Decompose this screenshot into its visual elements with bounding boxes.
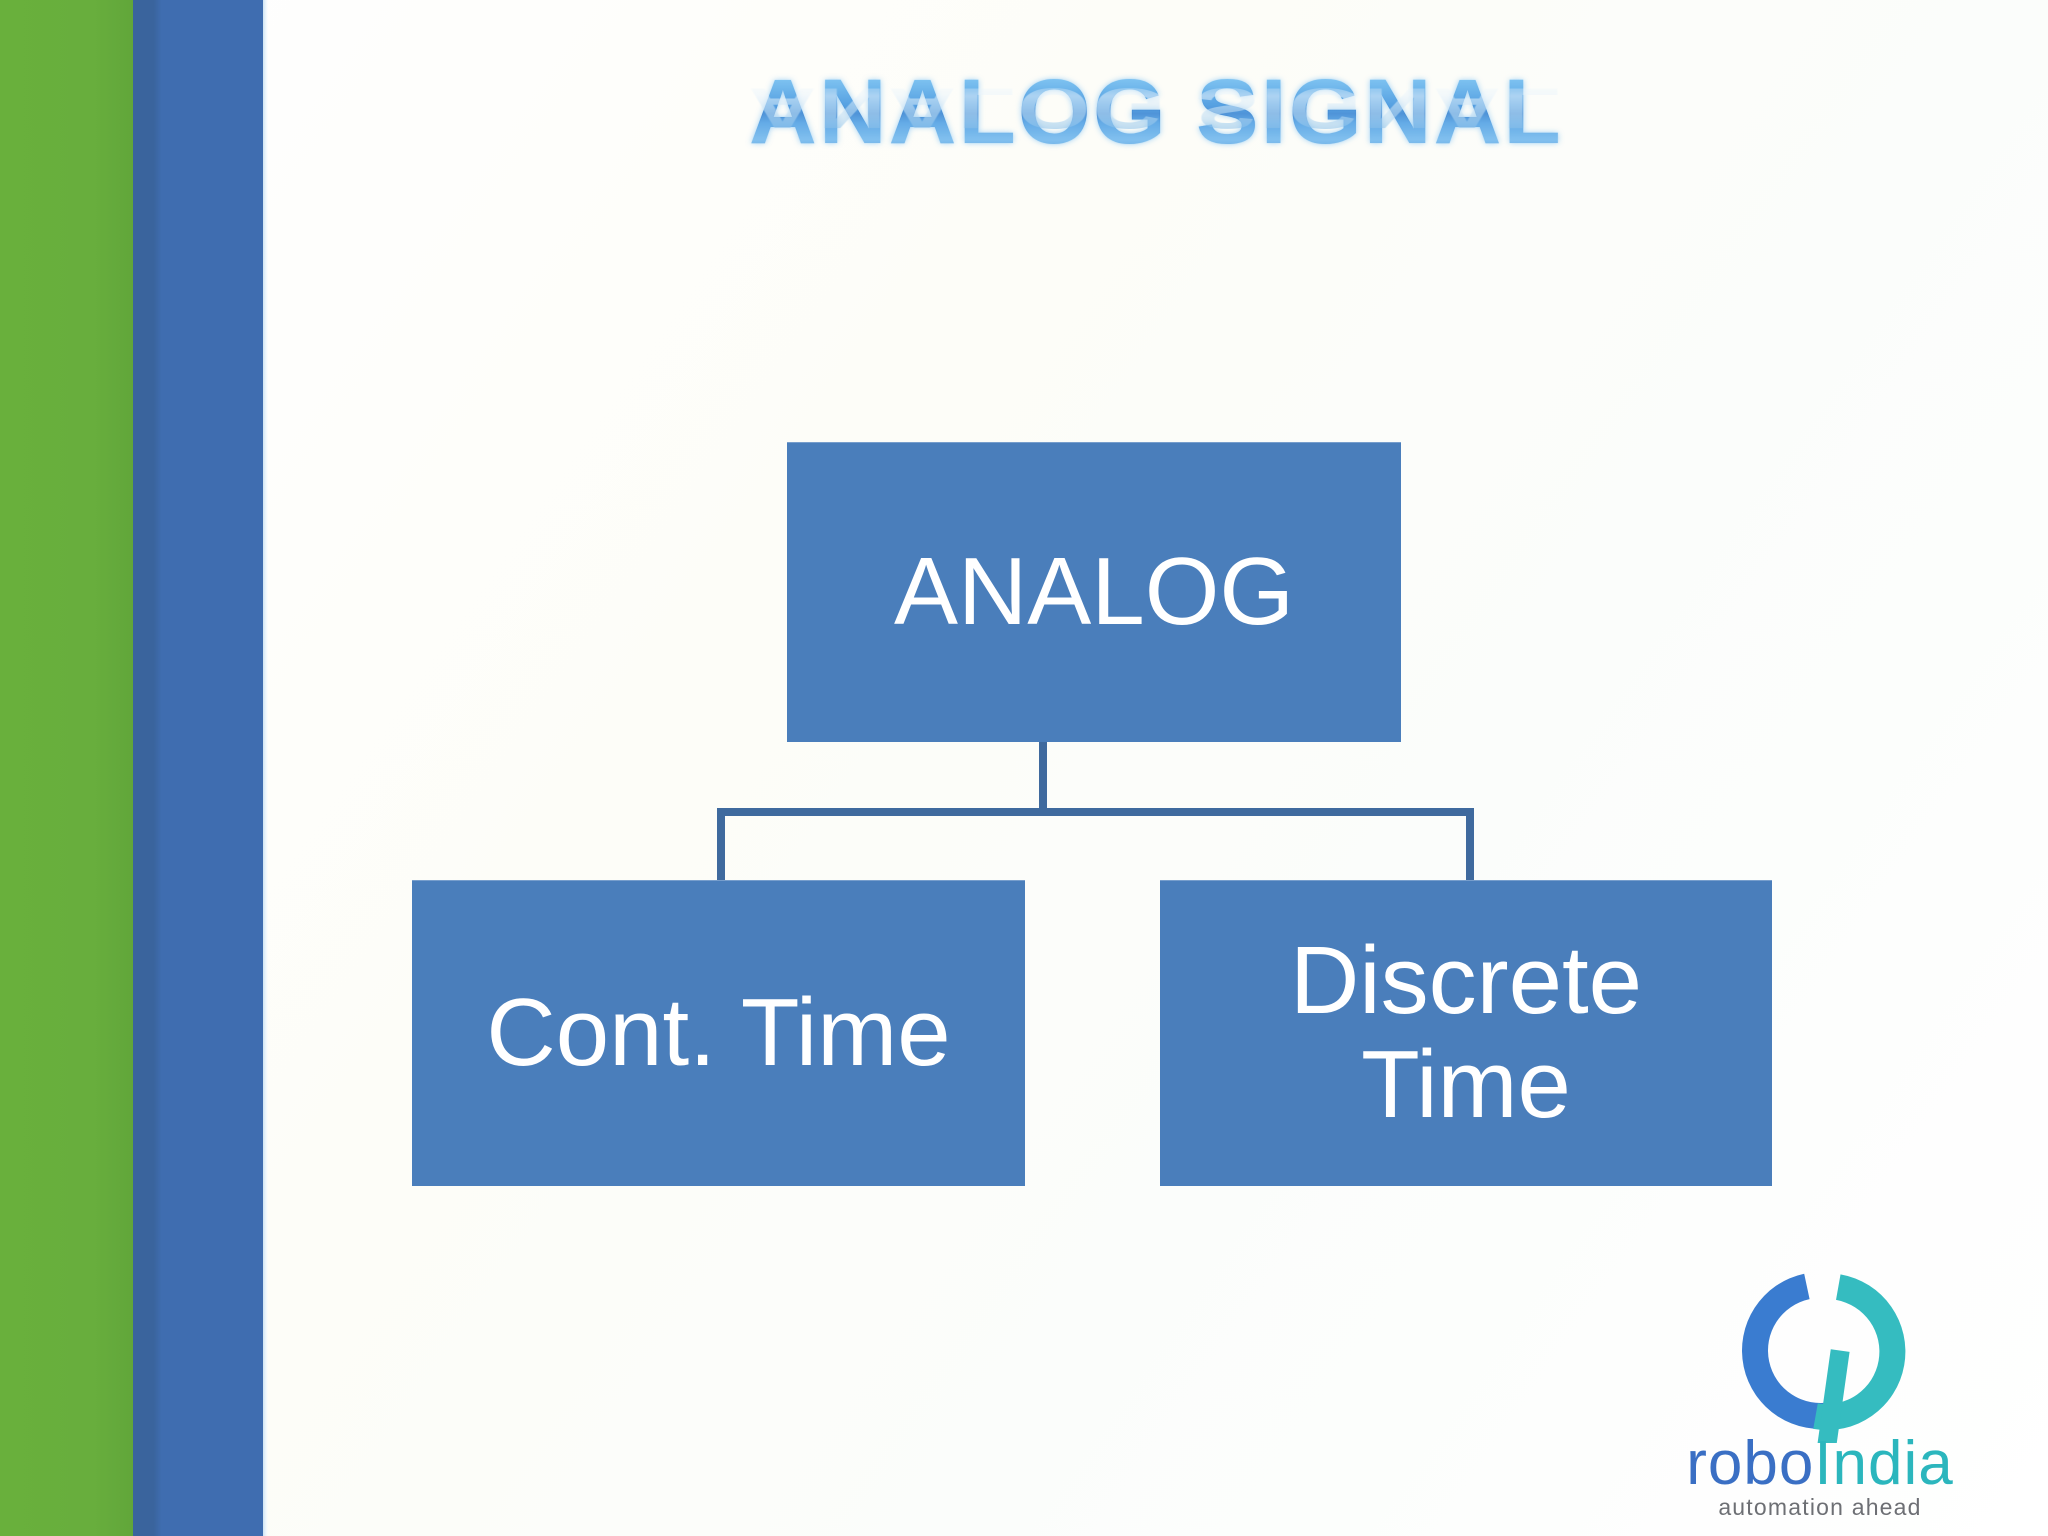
logo-word-india: India <box>1814 1429 1954 1498</box>
diagram-node-discrete-time[interactable]: Discrete Time <box>1160 880 1772 1186</box>
diagram-node-cont-time[interactable]: Cont. Time <box>412 880 1025 1186</box>
left-accent-bar-green <box>0 0 133 1536</box>
diagram-node-analog[interactable]: ANALOG <box>787 442 1401 742</box>
page-title: ANALOG SIGNAL ANALOG SIGNAL <box>263 66 2048 228</box>
logo-tagline: automation ahead <box>1718 1494 1922 1520</box>
left-accent-bar-edge <box>263 0 268 1536</box>
left-accent-bar-blue <box>133 0 263 1536</box>
robo-india-ring-icon <box>1742 1273 1906 1443</box>
robo-india-wordmark: roboIndia <box>1625 1428 2015 1499</box>
connector-left-drop <box>717 808 725 882</box>
diagram-node-cont-time-label: Cont. Time <box>486 979 951 1087</box>
page-title-reflection: ANALOG SIGNAL <box>245 76 2048 139</box>
logo-word-robo: robo <box>1686 1429 1815 1498</box>
connector-right-drop <box>1466 808 1474 882</box>
connector-root-stub <box>1039 742 1047 814</box>
connector-horizontal-bar <box>717 808 1474 816</box>
page-title-text: ANALOG SIGNAL <box>749 66 1563 158</box>
robo-india-logo: roboIndia automation ahead <box>1625 1258 2015 1520</box>
diagram-node-analog-label: ANALOG <box>893 538 1295 646</box>
diagram-node-discrete-time-label: Discrete Time <box>1289 927 1643 1138</box>
